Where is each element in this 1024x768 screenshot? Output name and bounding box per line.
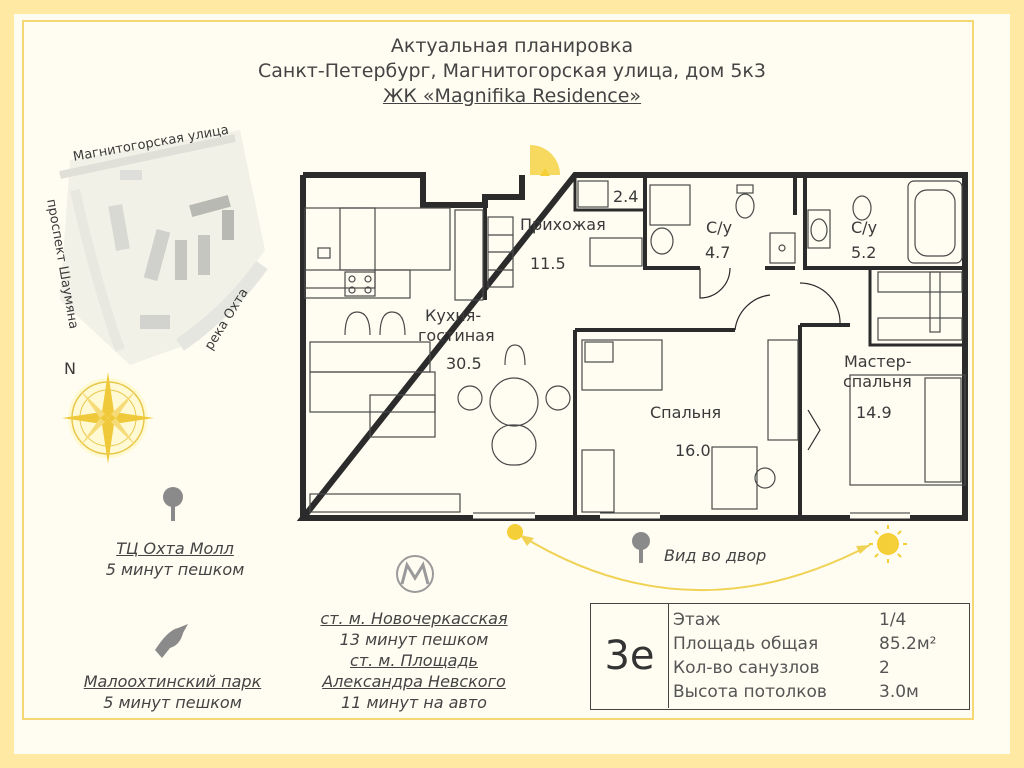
bath1-label: С/у [706,218,733,237]
info-row-area: Площадь общая 85.2м² [673,632,963,656]
view-label: Вид во двор [664,546,767,565]
metro1-time: 13 минут пешком [339,630,489,649]
header: Актуальная планировка Санкт-Петербург, М… [0,34,1024,109]
hall-label: Прихожая [520,215,606,234]
floor-plan [296,172,968,521]
bedroom-label: Спальня [650,403,722,422]
inner-border [22,20,974,720]
furniture [304,180,966,513]
master-area: 14.9 [856,403,892,422]
kitchen-label-1: Кухня- [425,306,482,325]
bedroom-area: 16.0 [675,441,711,460]
info-row-bathrooms: Кол-во санузлов 2 [673,656,963,680]
info-key: Высота потолков [673,682,827,702]
info-key: Этаж [673,610,721,630]
metro-icon [396,555,434,593]
info-key: Кол-во санузлов [673,658,820,678]
master-label-2: спальня [843,372,912,391]
north-label: N [64,359,76,378]
park-info: Малоохтинский парк 5 минут пешком [60,671,285,713]
mall-pin-icon [163,487,183,521]
stove-icon [344,271,376,297]
header-address: Санкт-Петербург, Магнитогорская улица, д… [258,60,766,82]
compass-icon [62,372,154,464]
metro2-time: 11 минут на авто [341,693,487,712]
metro2-name-line1[interactable]: ст. м. Площадь [350,651,478,670]
info-rows: Этаж 1/4 Площадь общая 85.2м² Кол-во сан… [673,608,963,704]
info-row-ceiling: Высота потолков 3.0м [673,680,963,704]
header-title: Актуальная планировка [390,35,634,57]
hall-area: 11.5 [530,254,566,273]
sun-path [507,524,871,591]
bath2-area: 5.2 [851,243,877,262]
sun-icon [869,525,907,563]
info-value: 2 [879,658,890,678]
apartment-code: 3е [591,604,669,708]
metro-info: ст. м. Новочеркасская 13 минут пешком ст… [300,608,528,713]
kitchen-area: 30.5 [446,354,482,373]
info-value: 3.0м [879,682,919,702]
bath1-area: 4.7 [705,243,731,262]
apartment-info-box: 3е Этаж 1/4 Площадь общая 85.2м² Кол-во … [590,603,970,710]
header-complex-link[interactable]: ЖК «Magnifika Residence» [382,85,642,107]
mall-info: ТЦ Охта Молл 5 минут пешком [70,538,280,580]
park-time: 5 минут пешком [103,693,242,712]
mall-name[interactable]: ТЦ Охта Молл [116,539,234,558]
location-map [59,130,268,365]
park-name[interactable]: Малоохтинский парк [83,672,262,691]
park-bird-icon [155,624,188,658]
info-value: 1/4 [879,610,907,630]
info-value: 85.2м² [879,634,937,654]
metro1-name[interactable]: ст. м. Новочеркасская [320,609,508,628]
mall-time: 5 минут пешком [105,560,245,579]
kitchen-label-2: гостиная [418,326,495,345]
master-label-1: Мастер- [844,352,912,371]
metro2-name-line2[interactable]: Александра Невского [322,672,506,691]
entrance-door-icon [530,145,560,176]
closet-area: 2.4 [613,187,639,206]
info-row-floor: Этаж 1/4 [673,608,963,632]
bath2-label: С/у [851,218,878,237]
view-pin-icon [632,532,650,563]
info-key: Площадь общая [673,634,819,654]
